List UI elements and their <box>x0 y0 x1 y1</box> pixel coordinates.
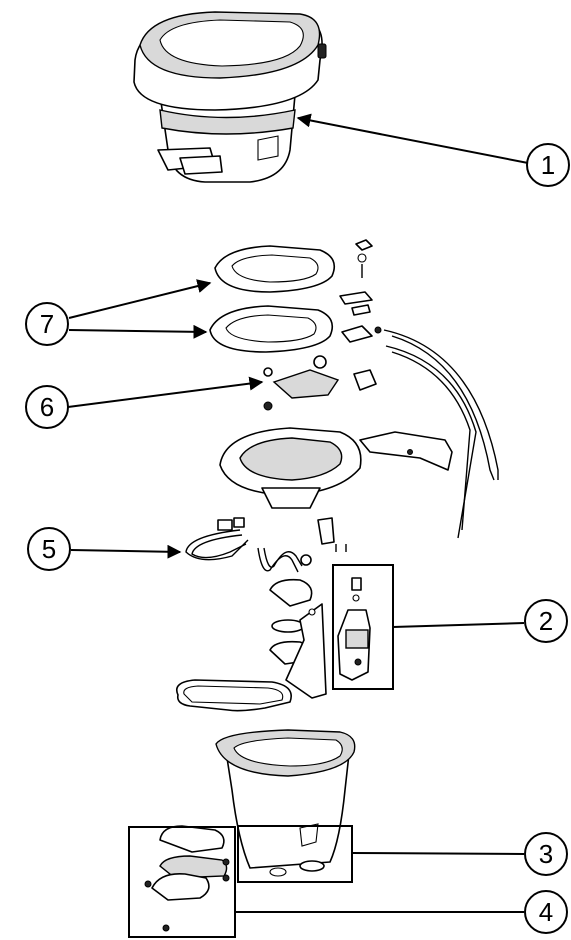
pedal-linkage-kit <box>144 825 230 932</box>
tank-gasket <box>176 679 292 712</box>
callout-4-label: 4 <box>539 897 553 927</box>
callout-3-label: 3 <box>539 839 553 869</box>
flush-valve-parts <box>269 578 327 699</box>
leader-1 <box>296 113 529 164</box>
flush-valve-kit <box>337 577 371 681</box>
callout-7: 7 <box>25 302 69 346</box>
callout-1-label: 1 <box>541 150 555 180</box>
water-hose-assembly <box>185 517 312 573</box>
callout-2: 2 <box>524 599 568 643</box>
callout-4: 4 <box>524 890 568 934</box>
support-bracket <box>317 517 347 552</box>
callout-3: 3 <box>524 832 568 876</box>
callout-6: 6 <box>25 385 69 429</box>
bowl-assembly <box>219 427 453 509</box>
callout-7-label: 7 <box>40 309 54 339</box>
hinge-hardware <box>339 239 382 343</box>
leader-2 <box>392 622 525 628</box>
leader-7a <box>68 279 212 319</box>
seat-and-lid <box>209 245 336 353</box>
leader-6 <box>67 376 264 408</box>
callout-5: 5 <box>27 527 71 571</box>
leader-5 <box>70 544 182 559</box>
callout-1: 1 <box>526 143 570 187</box>
callout-2-label: 2 <box>539 606 553 636</box>
leader-3 <box>351 852 525 855</box>
spray-hoses <box>383 329 499 539</box>
callout-5-label: 5 <box>42 534 56 564</box>
callout-6-label: 6 <box>40 392 54 422</box>
assembled-toilet <box>133 11 327 183</box>
pedal-cover-parts <box>263 355 377 411</box>
leader-7b <box>68 324 208 339</box>
holding-tank <box>215 729 356 877</box>
kit-box-4 <box>128 826 236 938</box>
